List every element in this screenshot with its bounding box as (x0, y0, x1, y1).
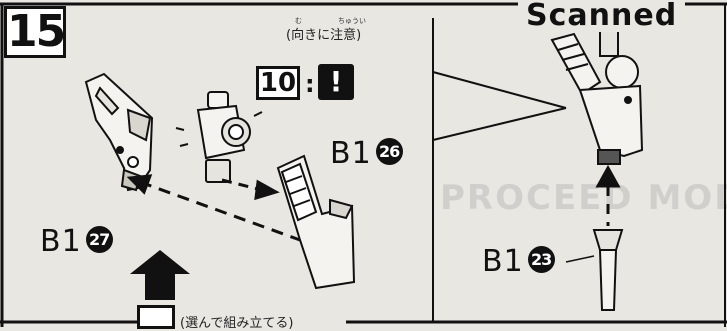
joint-part (196, 91, 251, 183)
step-number: 15 (4, 6, 66, 58)
ruby-mu: む (295, 17, 302, 25)
assembled-part-right (550, 29, 644, 165)
panel-divider (432, 18, 567, 322)
part-code: B1 (482, 244, 524, 279)
up-arrow (130, 250, 190, 300)
leg-part-left (84, 72, 154, 192)
peg-part-23 (565, 229, 624, 311)
choice-box (137, 305, 175, 329)
assembly-arrow-up (595, 164, 621, 226)
ruby-chuui: ちゅうい (338, 17, 366, 25)
choice-note: (選んで組み立てる) (180, 316, 294, 331)
part-code: B1 (330, 136, 372, 171)
part-code: B1 (40, 224, 82, 259)
background-print: PROCEED MODEL KIT (440, 178, 727, 218)
part-number-badge: 23 (527, 246, 555, 273)
motion-marks (175, 111, 263, 147)
part-number-badge: 26 (375, 138, 403, 165)
armor-part-26 (276, 154, 356, 290)
part-number-badge: 27 (85, 226, 113, 253)
caution-icon: ! (318, 64, 354, 100)
assembly-arrow-joint (221, 178, 280, 201)
caution-note: (向きに注意) (286, 28, 362, 43)
scanned-watermark: Scanned (518, 0, 686, 32)
step-reference: 10 (256, 66, 300, 100)
reference-separator: : (305, 70, 315, 98)
assembly-arrow-left (126, 174, 301, 242)
